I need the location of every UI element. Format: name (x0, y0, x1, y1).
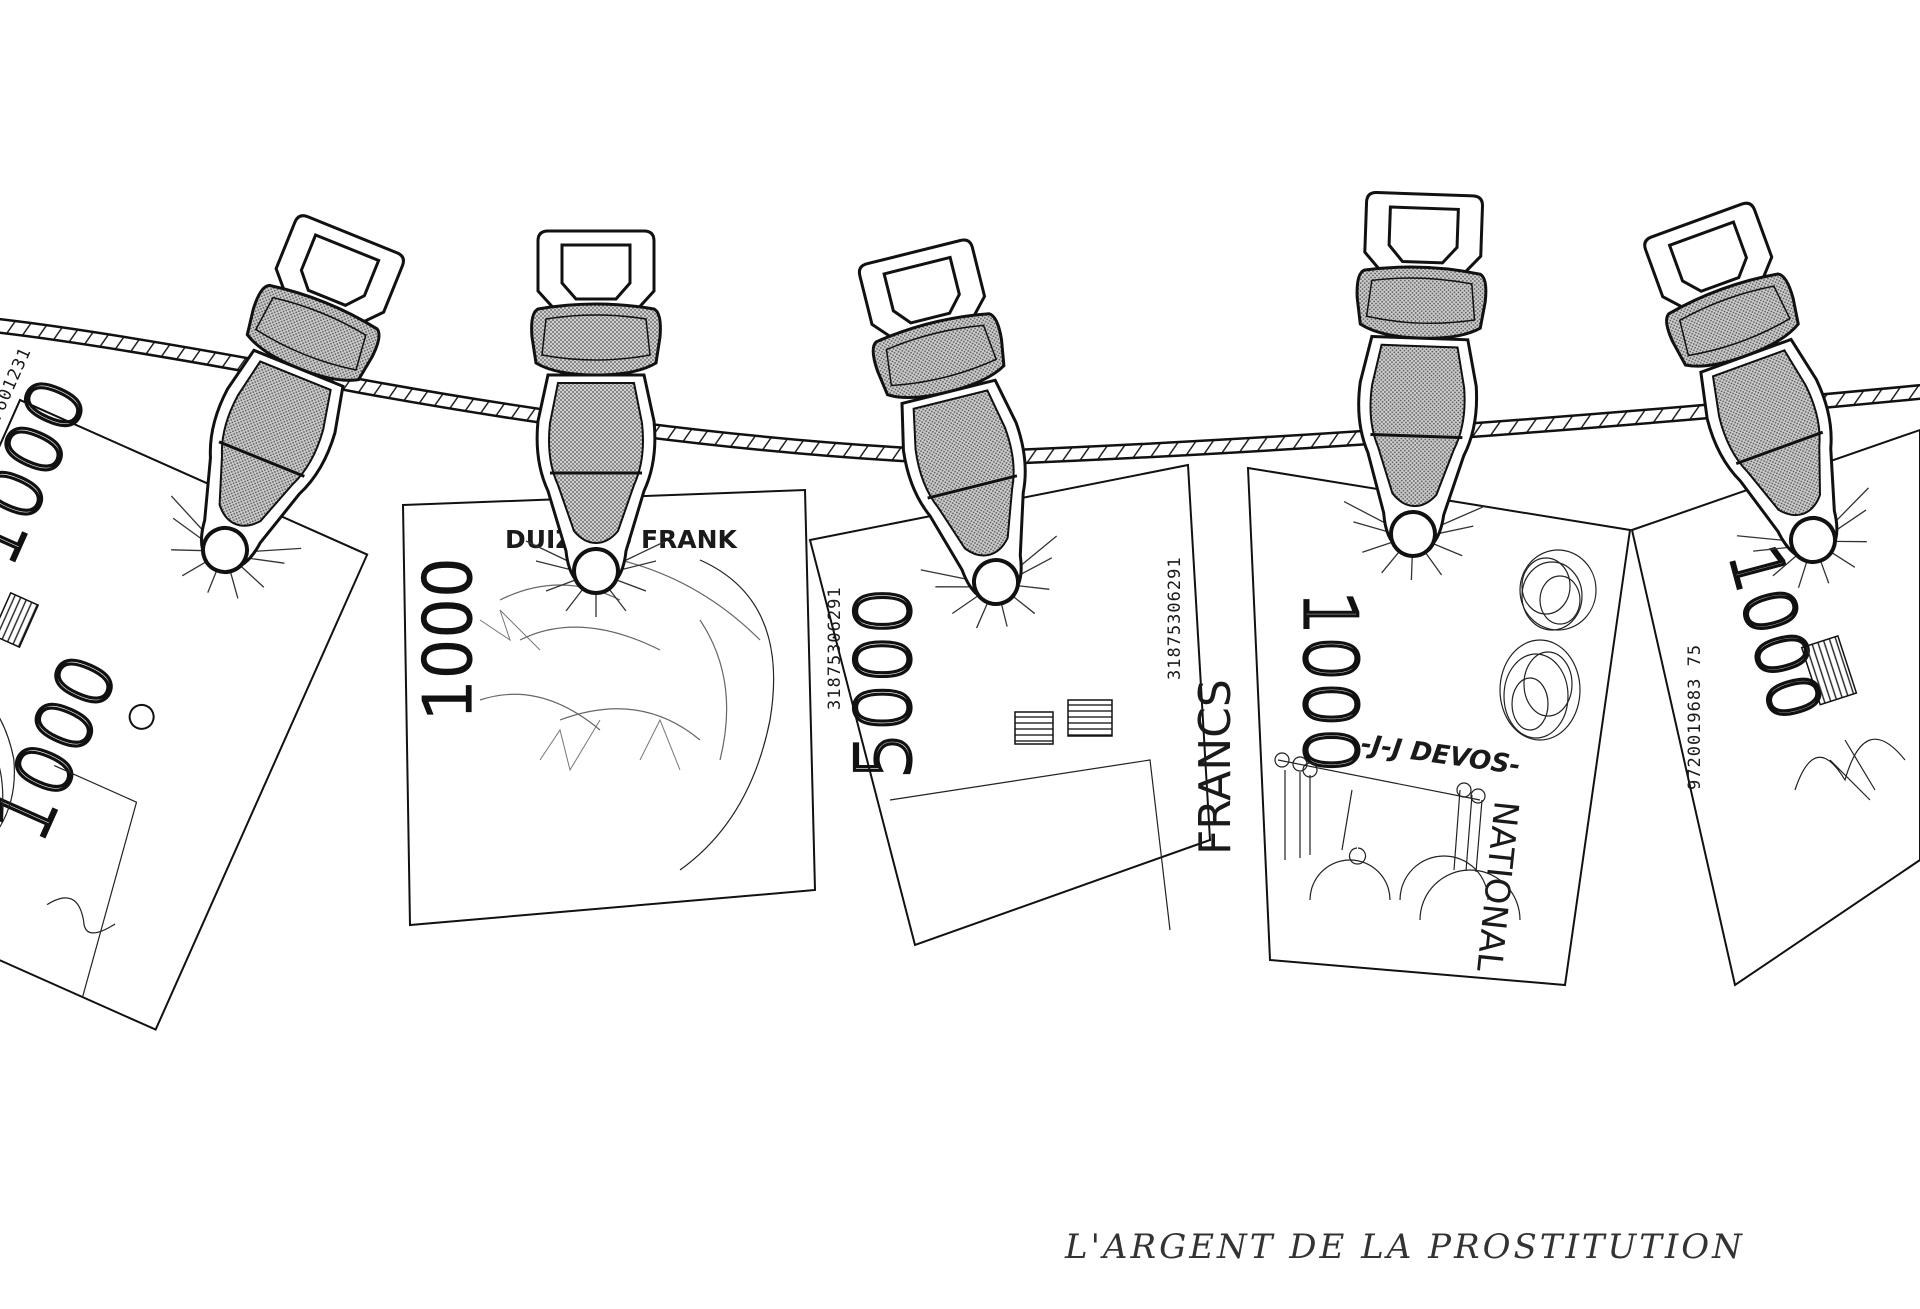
engraving-circles (1499, 549, 1597, 741)
hatch-mark (1014, 711, 1054, 745)
clothesline-icon (0, 318, 1920, 467)
banknote-3: 31875306291 5000 FRANCS 31875306291 (808, 463, 1241, 947)
banknote-2-value-a: 1000 (412, 557, 486, 720)
hatch-mark (0, 591, 40, 649)
banknote-4-value-a: 1000 (1288, 590, 1372, 773)
banknote-3-value-a: 5000 (839, 587, 928, 780)
banknote-3-serial-b: 31875306291 (1165, 556, 1185, 680)
caption: L'ARGENT DE LA PROSTITUTION (1064, 1227, 1745, 1267)
banknote-5-serial: 9720019683 75 (1685, 644, 1705, 790)
banknote-4: 1000 -J-J DEVOS- NATIONAL (1246, 466, 1632, 987)
banknote-2: DUIZEND FRANK 1000 (401, 488, 817, 927)
hatch-mark (1067, 699, 1113, 737)
hatch-mark (1800, 634, 1858, 706)
banknote-3-currency: FRANCS (1190, 679, 1241, 855)
engraving-columns (1274, 752, 1521, 921)
banknote-3-serial: 31875306291 (825, 586, 845, 710)
